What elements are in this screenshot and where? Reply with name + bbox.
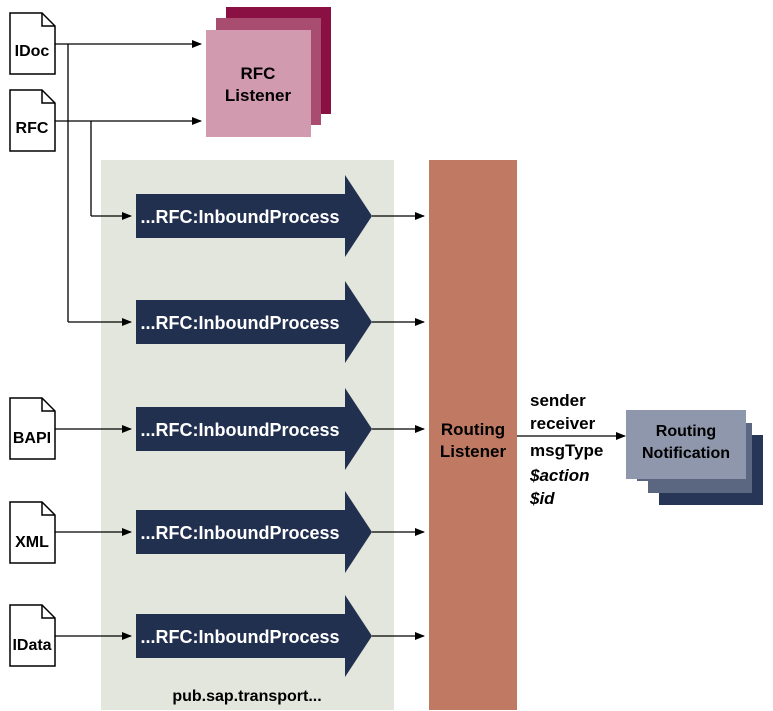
routing-listener (429, 160, 517, 710)
source-label-xml: XML (15, 534, 49, 551)
routing-parameters: sender receiver msgType $action $id (529, 391, 603, 508)
routing-notification: Routing Notification (626, 410, 763, 505)
rfc-listener: RFC Listener (206, 7, 331, 137)
rfc-listener-label-line2: Listener (225, 86, 292, 105)
source-label-bapi: BAPI (13, 430, 51, 447)
process-label: ...RFC:InboundProcess (140, 207, 339, 227)
process-label: ...RFC:InboundProcess (140, 313, 339, 333)
document-icon: BAPI (9, 397, 56, 460)
document-icon: XML (9, 501, 56, 564)
transport-label: pub.sap.transport... (172, 688, 321, 705)
source-label-rfc: RFC (16, 120, 49, 137)
process-label: ...RFC:InboundProcess (140, 627, 339, 647)
param-sender: sender (530, 391, 586, 410)
param-msgtype: msgType (530, 441, 603, 460)
process-arrow: ...RFC:InboundProcess (136, 281, 372, 363)
routing-listener-label-line1: Routing (441, 420, 505, 439)
process-arrow: ...RFC:InboundProcess (136, 595, 372, 677)
routing-notification-label-line2: Notification (642, 445, 730, 462)
source-label-idata: IData (12, 637, 51, 654)
process-arrow: ...RFC:InboundProcess (136, 388, 372, 470)
routing-notification-label-line1: Routing (656, 423, 716, 440)
connectors (55, 40, 626, 640)
document-icon: IData (9, 604, 56, 667)
process-label: ...RFC:InboundProcess (140, 523, 339, 543)
param-action: $action (529, 466, 590, 485)
process-arrow: ...RFC:InboundProcess (136, 175, 372, 257)
source-label-idoc: IDoc (15, 43, 50, 60)
process-label: ...RFC:InboundProcess (140, 420, 339, 440)
document-icon: IDoc (9, 12, 56, 75)
param-receiver: receiver (530, 414, 596, 433)
document-icon: RFC (9, 89, 56, 152)
rfc-listener-label-line1: RFC (241, 64, 276, 83)
process-arrow: ...RFC:InboundProcess (136, 491, 372, 573)
param-id: $id (529, 489, 555, 508)
routing-listener-label-line2: Listener (440, 442, 507, 461)
